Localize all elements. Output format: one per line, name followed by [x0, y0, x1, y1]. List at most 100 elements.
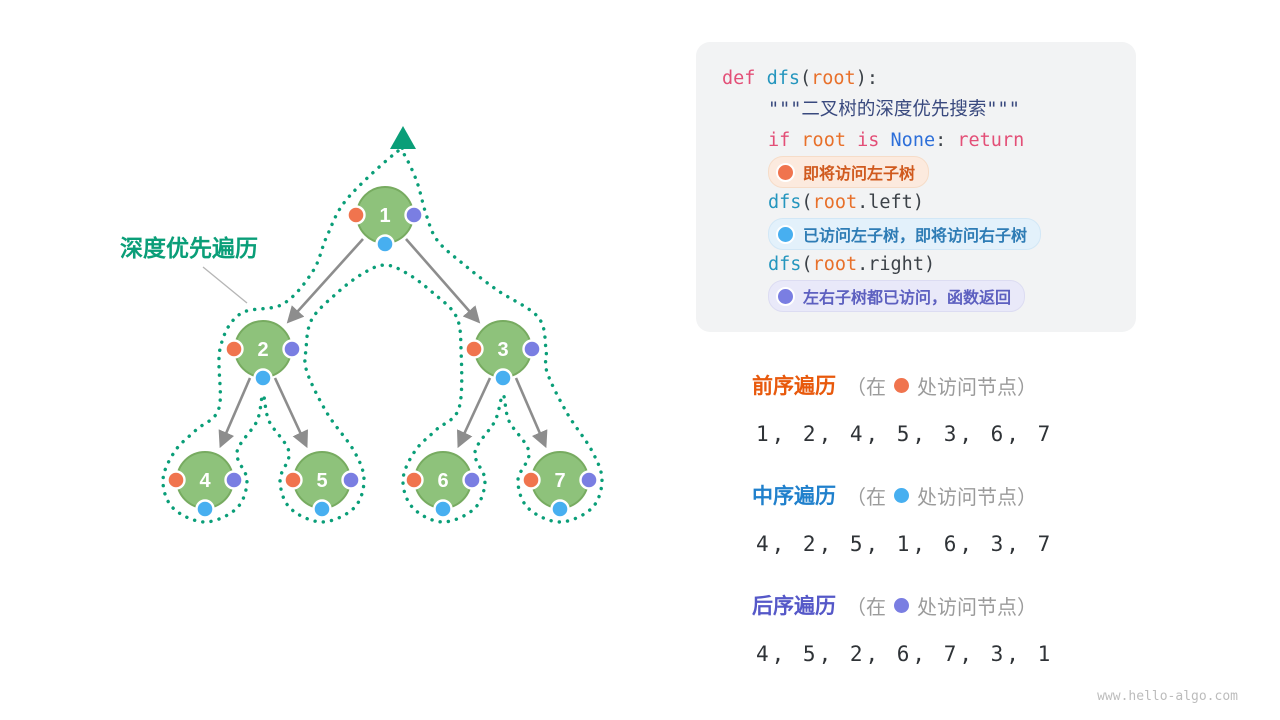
- edge-2-4: [218, 377, 252, 449]
- postorder-dot-icon: [462, 470, 482, 490]
- preorder-badge-label: 即将访问左子树: [803, 166, 916, 183]
- inorder-dot-icon: [375, 234, 395, 254]
- inorder-dot-icon: [433, 499, 453, 519]
- tree-node-4: 4: [166, 451, 244, 519]
- paren: (: [801, 254, 813, 275]
- code-line-dfs-right: dfs(root.right): [722, 249, 1110, 280]
- code-line-dfs-left: dfs(root.left): [722, 187, 1110, 218]
- node-value: 5: [316, 470, 327, 492]
- code-line-docstring: """二叉树的深度优先搜索""": [722, 94, 1110, 125]
- keyword-is: is: [857, 130, 880, 151]
- tree-node-6: 6: [404, 451, 482, 519]
- var-root: root: [801, 130, 846, 151]
- postorder-title: 后序遍历: [752, 595, 836, 618]
- dfs-traversal-label: 深度优先遍历: [120, 235, 258, 261]
- tree-edges: [218, 238, 548, 449]
- paren: ): [912, 192, 924, 213]
- preorder-dot-icon: [404, 470, 424, 490]
- inorder-badge-label: 已访问左子树，即将访问右子树: [803, 228, 1028, 245]
- tree-node-1: 1: [346, 186, 424, 254]
- code-line-guard: if root is None: return: [722, 125, 1110, 156]
- tree-node-7: 7: [521, 451, 599, 519]
- postorder-dot-icon: [776, 286, 795, 306]
- postorder-dot-icon: [224, 470, 244, 490]
- keyword-return: return: [957, 130, 1025, 151]
- paren: ): [923, 254, 936, 275]
- inorder-badge: 已访问左子树，即将访问右子树: [768, 218, 1042, 250]
- preorder-badge: 即将访问左子树: [768, 156, 930, 188]
- function-name: dfs: [768, 192, 802, 213]
- inorder-dot-icon: [312, 499, 332, 519]
- preorder-note: （在 处访问节点）: [846, 371, 1037, 400]
- start-triangle-icon: [390, 126, 416, 149]
- node-value: 7: [554, 470, 565, 492]
- note-post: 处访问节点）: [917, 376, 1037, 399]
- postorder-dot-icon: [282, 339, 302, 359]
- preorder-sequence: 1, 2, 4, 5, 3, 6, 7: [756, 422, 1054, 446]
- preorder-dot-icon: [521, 470, 541, 490]
- var-root: root: [812, 192, 858, 213]
- keyword-def: def: [722, 68, 756, 89]
- function-name: dfs: [766, 68, 800, 89]
- node-value: 3: [497, 339, 508, 361]
- traversal-legend: 前序遍历 （在处访问节点） 1, 2, 4, 5, 3, 6, 7 中序遍历 （…: [752, 370, 1053, 700]
- legend-postorder: 后序遍历 （在 处访问节点） 4, 5, 2, 6, 7, 3, 1: [752, 590, 1053, 666]
- inorder-dot-icon: [195, 499, 215, 519]
- inorder-dot-icon: [493, 368, 513, 388]
- var-root: root: [811, 68, 856, 89]
- function-name: dfs: [768, 254, 802, 275]
- legend-preorder: 前序遍历 （在 处访问节点） 1, 2, 4, 5, 3, 6, 7: [752, 370, 1053, 446]
- colon: :: [935, 130, 947, 151]
- postorder-note: （在 处访问节点）: [846, 591, 1037, 620]
- postorder-dot-icon: [894, 597, 909, 613]
- node-value: 2: [257, 339, 268, 361]
- postorder-dot-icon: [522, 339, 542, 359]
- note-pre: （在: [846, 486, 886, 509]
- code-line-def: def dfs(root):: [722, 63, 1110, 94]
- label-pointer-line: [202, 266, 248, 304]
- paren: (: [801, 192, 813, 213]
- preorder-dot-icon: [346, 205, 366, 225]
- tree-node-5: 5: [283, 451, 361, 519]
- tree-node-2: 2: [224, 320, 302, 388]
- attr-left: .left: [857, 192, 913, 213]
- preorder-title: 前序遍历: [752, 375, 836, 398]
- code-line-badge-preorder: 即将访问左子树: [722, 156, 1110, 188]
- keyword-if: if: [768, 130, 791, 151]
- note-post: 处访问节点）: [917, 486, 1037, 509]
- inorder-dot-icon: [894, 487, 909, 503]
- postorder-dot-icon: [404, 205, 424, 225]
- attr-right: .right: [857, 254, 924, 275]
- preorder-dot-icon: [283, 470, 303, 490]
- code-line-badge-inorder: 已访问左子树，即将访问右子树: [722, 218, 1110, 250]
- code-line-badge-postorder: 左右子树都已访问，函数返回: [722, 280, 1110, 312]
- postorder-sequence: 4, 5, 2, 6, 7, 3, 1: [756, 642, 1054, 666]
- postorder-badge: 左右子树都已访问，函数返回: [768, 280, 1026, 312]
- edge-3-7: [514, 377, 548, 449]
- inorder-dot-icon: [550, 499, 570, 519]
- docstring: """二叉树的深度优先搜索""": [768, 99, 1020, 120]
- node-value: 6: [437, 470, 448, 492]
- preorder-dot-icon: [894, 377, 909, 393]
- paren: (: [799, 68, 812, 89]
- preorder-dot-icon: [166, 470, 186, 490]
- constant-none: None: [890, 130, 936, 151]
- inorder-title: 中序遍历: [752, 485, 836, 508]
- var-root: root: [812, 254, 858, 275]
- code-block: def dfs(root): """二叉树的深度优先搜索""" if root …: [696, 42, 1136, 332]
- site-watermark: www.hello-algo.com: [1097, 689, 1238, 704]
- note-post: 处访问节点）: [917, 596, 1037, 619]
- traversal-outline-path: [161, 146, 604, 524]
- edge-3-6: [457, 377, 492, 449]
- edge-2-5: [273, 377, 308, 449]
- postorder-badge-label: 左右子树都已访问，函数返回: [803, 290, 1012, 307]
- edge-1-3: [405, 238, 481, 324]
- postorder-dot-icon: [579, 470, 599, 490]
- inorder-dot-icon: [253, 368, 273, 388]
- inorder-dot-icon: [776, 224, 795, 244]
- note-pre: （在: [846, 596, 886, 619]
- paren: ):: [855, 68, 878, 89]
- note-pre: （在: [846, 376, 886, 399]
- tree-node-3: 3: [464, 320, 542, 388]
